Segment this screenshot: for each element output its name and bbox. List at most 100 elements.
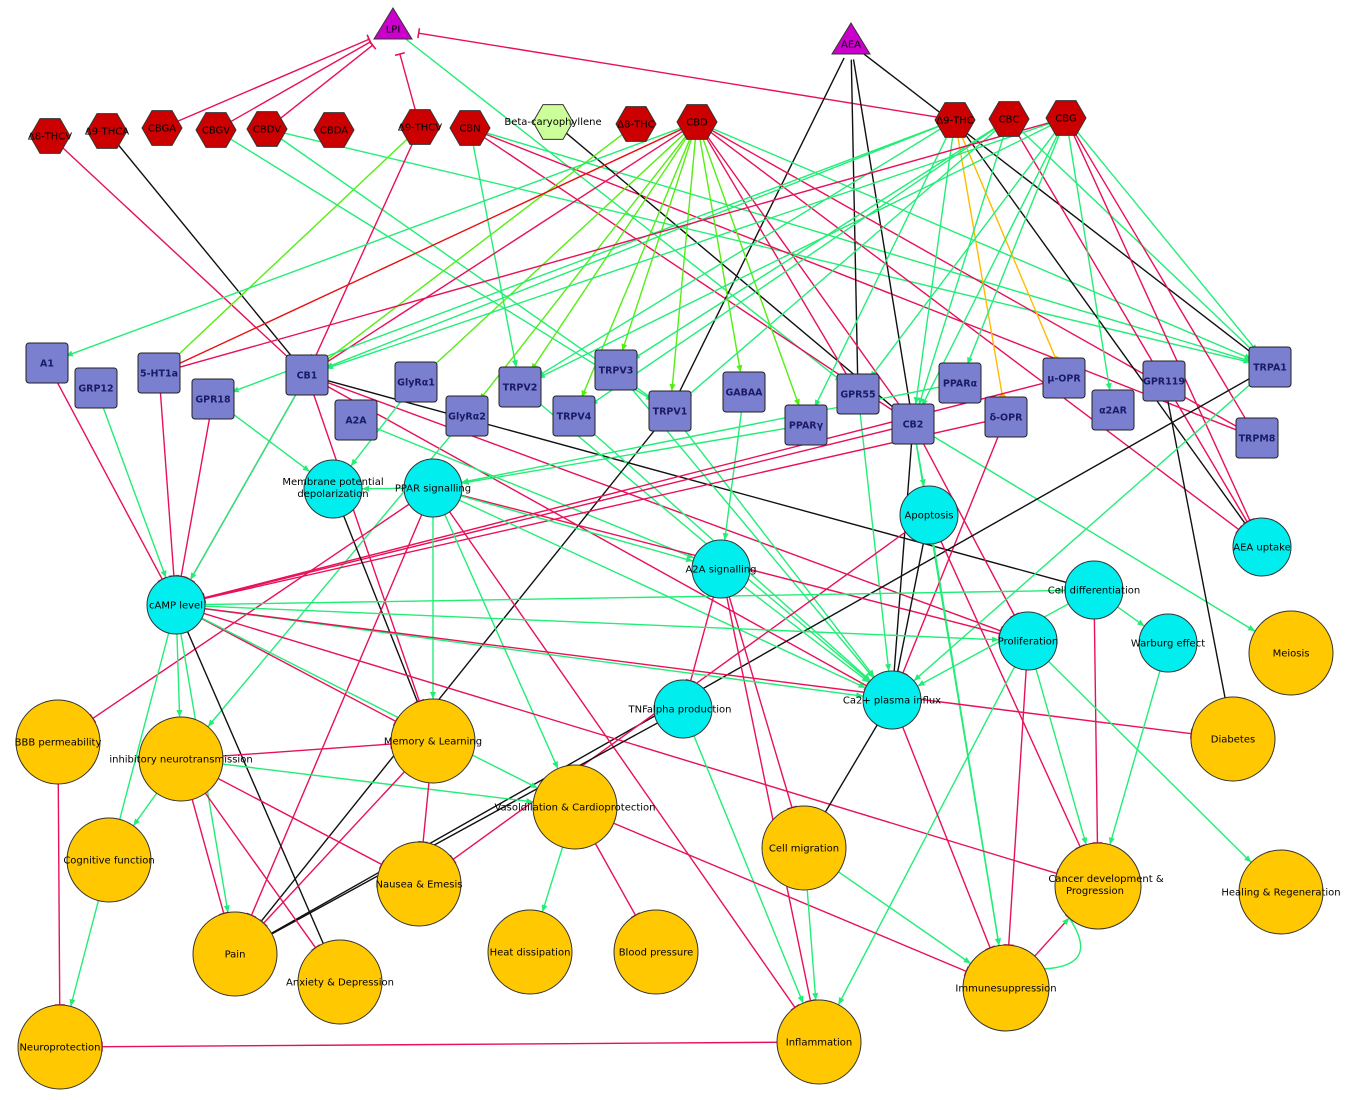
node-nausea-emesis[interactable]: Nausea & Emesis	[375, 841, 463, 927]
node-vasoldilation-cardioprotection[interactable]: Vasoldilation & Cardioprotection	[494, 764, 656, 850]
node-9-thca[interactable]: Δ9-THCA	[85, 113, 129, 149]
node-tnfalpha-production[interactable]: TNFalpha production	[627, 679, 732, 739]
node-cbn[interactable]: CBN	[449, 110, 491, 146]
node-shape	[1248, 346, 1292, 388]
node-label: TRPA1	[1253, 363, 1287, 374]
node-aea-uptake[interactable]: AEA uptake	[1232, 517, 1292, 577]
node-5-ht1a[interactable]: 5-HT1a	[137, 352, 181, 394]
node-label: CBC	[999, 115, 1020, 126]
edge-prolif-heal	[1039, 652, 1252, 863]
node-glyr-2[interactable]: GlyRα2	[445, 395, 489, 437]
node-gpr18[interactable]: GPR18	[191, 378, 235, 420]
node-cbg[interactable]: CBG	[1045, 100, 1087, 136]
node-9-thc[interactable]: Δ9-THC	[934, 102, 976, 138]
node-warburg-effect[interactable]: Warburg effect	[1131, 613, 1205, 673]
node-a1[interactable]: A1	[25, 342, 69, 384]
node-cb1[interactable]: CB1	[285, 354, 329, 396]
node-cell-differentiation[interactable]: Cell differentiation	[1048, 560, 1140, 620]
node-glyr-1[interactable]: GlyRα1	[394, 361, 438, 403]
node-shape	[376, 841, 462, 927]
node-meiosis[interactable]: Meiosis	[1248, 610, 1334, 696]
node-cb2[interactable]: CB2	[891, 403, 935, 445]
node-shape	[1064, 560, 1124, 620]
node-label: Heat dissipation	[490, 948, 571, 959]
node-cbdv[interactable]: CBDV	[246, 111, 288, 147]
node-neuroprotection[interactable]: Neuroprotection	[17, 1004, 103, 1090]
node-apoptosis[interactable]: Apoptosis	[899, 485, 959, 545]
edge-glyra1-mpd	[350, 391, 410, 467]
edge-camp-neuro	[69, 621, 173, 1007]
node-cbga[interactable]: CBGA	[141, 110, 183, 146]
node-label: Cell differentiation	[1048, 586, 1140, 597]
edge-a2as-infl	[723, 585, 816, 1003]
node-blood-pressure[interactable]: Blood pressure	[613, 909, 699, 995]
node-trpm8[interactable]: TRPM8	[1235, 417, 1279, 459]
node-heat-dissipation[interactable]: Heat dissipation	[487, 909, 573, 995]
node-label: Immunesuppression	[955, 984, 1056, 995]
node-8-thcv[interactable]: Δ8-THCV	[28, 118, 72, 154]
node-2ar[interactable]: α2AR	[1091, 389, 1135, 431]
node-diabetes[interactable]: Diabetes	[1190, 696, 1276, 782]
node-proliferation[interactable]: Proliferation	[998, 611, 1059, 671]
node-cbd[interactable]: CBD	[676, 104, 718, 140]
node-trpa1[interactable]: TRPA1	[1248, 346, 1292, 388]
node-anxiety-depression[interactable]: Anxiety & Depression	[286, 939, 394, 1025]
node-inflammation[interactable]: Inflammation	[776, 999, 862, 1085]
node-cbda[interactable]: CBDA	[313, 112, 355, 148]
node-aea[interactable]: AEA	[831, 22, 871, 55]
node-label: GlyRα1	[397, 378, 435, 389]
node-8-thc[interactable]: Δ8-THC	[615, 106, 657, 142]
node-cancer-development-progression[interactable]: Cancer development &Progression	[1048, 842, 1164, 930]
node-lpi[interactable]: LPI	[373, 7, 413, 40]
node-immunesuppression[interactable]: Immunesuppression	[955, 944, 1057, 1032]
node-shape	[487, 909, 573, 995]
node-ppar[interactable]: PPARγ	[784, 404, 828, 446]
node-label: Meiosis	[1273, 649, 1310, 660]
node-cbc[interactable]: CBC	[988, 101, 1030, 137]
node-trpv2[interactable]: TRPV2	[498, 366, 542, 408]
node-memory-learning[interactable]: Memory & Learning	[384, 698, 482, 784]
node-trpv3[interactable]: TRPV3	[594, 349, 638, 391]
edge-cbgv-lpi	[226, 37, 374, 125]
node-shape	[962, 944, 1050, 1032]
node-trpv1[interactable]: TRPV1	[648, 390, 692, 432]
node-a2a[interactable]: A2A	[334, 399, 378, 441]
node-shape	[984, 396, 1028, 438]
node-bbb-permeability[interactable]: BBB permeability	[15, 699, 102, 785]
node-shape	[938, 362, 982, 404]
node-gpr55[interactable]: GPR55	[836, 373, 880, 415]
node-healing-regeneration[interactable]: Healing & Regeneration	[1221, 849, 1341, 935]
edge-a2as-tnf	[685, 585, 718, 684]
edge-grp12-camp	[99, 399, 167, 579]
node-shape	[146, 575, 206, 635]
node-a2a-signalling[interactable]: A2A signalling	[685, 539, 757, 599]
node-opr[interactable]: δ-OPR	[984, 396, 1028, 438]
edge-trpa1-ca2	[913, 374, 1262, 682]
node-cbgv[interactable]: CBGV	[195, 112, 237, 148]
node-9-thcv[interactable]: Δ9-THCV	[398, 109, 442, 145]
node-cognitive-function[interactable]: Cognitive function	[63, 817, 155, 903]
node-trpv4[interactable]: TRPV4	[552, 395, 596, 437]
edge-bbb-neuro	[54, 767, 65, 1006]
node-camp-level[interactable]: cAMP level	[146, 575, 206, 635]
node-label: GPR55	[840, 390, 875, 401]
node-grp12[interactable]: GRP12	[74, 367, 118, 409]
edge-d9thc-dopr	[956, 131, 1007, 401]
node-cell-migration[interactable]: Cell migration	[761, 805, 847, 891]
node-label: Neuroprotection	[19, 1043, 100, 1054]
node-beta-caryophyllene[interactable]: Beta-caryophyllene	[504, 104, 602, 140]
node-ppar[interactable]: PPARα	[938, 362, 982, 404]
node-label: A2A	[345, 416, 367, 427]
node-opr[interactable]: μ-OPR	[1042, 357, 1086, 399]
node-label: Healing & Regeneration	[1221, 888, 1340, 899]
node-gpr119[interactable]: GPR119	[1142, 360, 1186, 402]
node-gabaa[interactable]: GABAA	[722, 371, 766, 413]
node-ca2-plasma-influx[interactable]: Ca2+ plasma influx	[843, 670, 941, 730]
node-ppar-signalling[interactable]: PPAR signalling	[395, 458, 471, 518]
node-inhibitory-neurotransmission[interactable]: inhibitory neurotransmission	[109, 716, 253, 802]
node-pain[interactable]: Pain	[192, 911, 278, 997]
node-shape	[891, 403, 935, 445]
node-shape	[17, 1004, 103, 1090]
node-label: TRPV3	[599, 366, 634, 377]
